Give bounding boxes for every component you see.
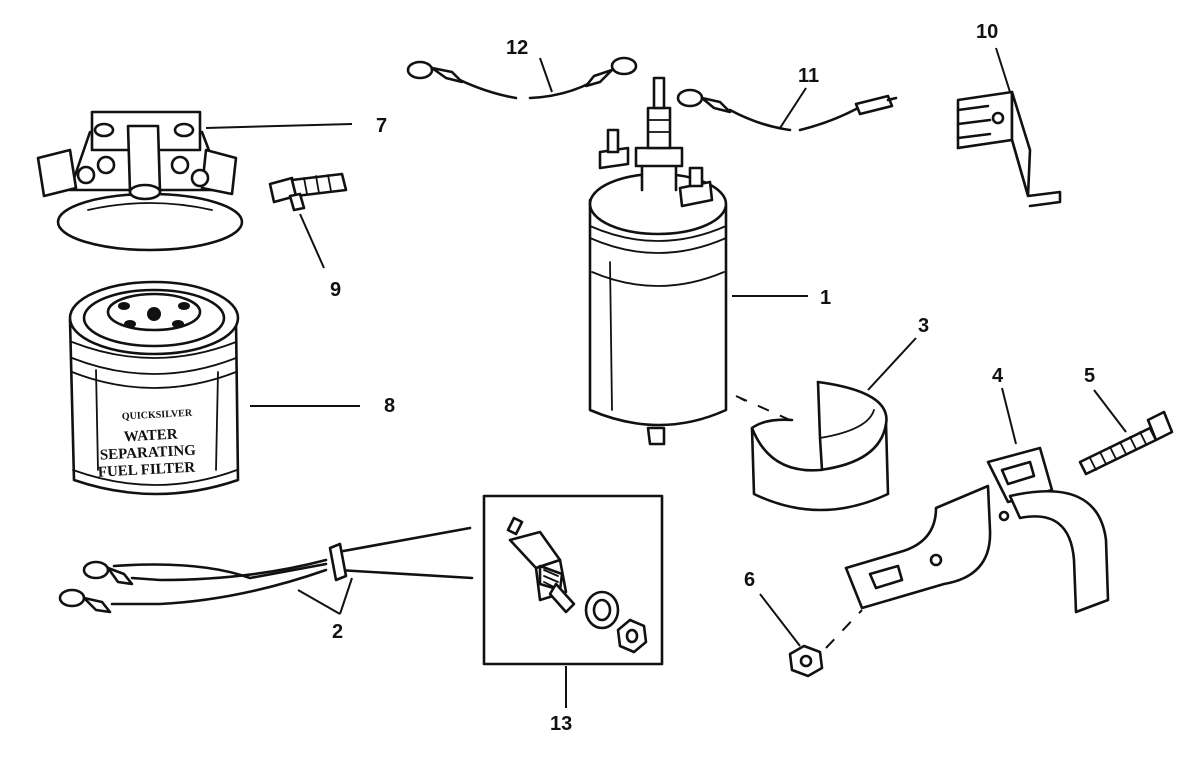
barbed-fitting-part	[268, 172, 348, 212]
fuel-filter-canister-part: QUICKSILVER WATER SEPARATING FUEL FILTER	[68, 280, 240, 496]
filter-brand-text: QUICKSILVER	[122, 408, 193, 423]
callout-10: 10	[976, 21, 998, 43]
clamp-nut-part	[788, 644, 824, 678]
callout-6: 6	[744, 569, 755, 591]
pump-sleeve-part	[750, 380, 890, 512]
mounting-clamp-part	[844, 446, 1110, 614]
electric-fuel-pump-part	[588, 76, 728, 446]
callout-12: 12	[506, 37, 528, 59]
callout-7: 7	[376, 115, 387, 137]
leader-lines	[205, 47, 1127, 708]
filter-label-line-1: WATER	[123, 427, 178, 446]
callout-11: 11	[798, 65, 819, 87]
callout-13: 13	[550, 713, 572, 735]
callout-2: 2	[332, 621, 343, 643]
clamp-bolt-part	[1078, 410, 1174, 476]
callout-4: 4	[992, 365, 1004, 387]
jumper-wire-part	[406, 56, 638, 100]
filter-label-line-2: SEPARATING	[99, 443, 196, 464]
mounting-clip-part	[956, 90, 1062, 208]
pump-lead-wire-part	[676, 88, 898, 132]
callout-8: 8	[384, 395, 395, 417]
callout-3: 3	[918, 315, 929, 337]
filter-bracket-part	[36, 110, 244, 252]
callout-1: 1	[820, 287, 831, 309]
filter-label-line-3: FUEL FILTER	[97, 460, 195, 481]
callout-labels: 1 2 3 4 5 6 7 8 9 10 11 12 13	[330, 21, 1095, 735]
wiring-harness-part	[58, 526, 474, 614]
callout-5: 5	[1084, 365, 1095, 387]
callout-9: 9	[330, 279, 341, 301]
toggle-switch-kit-part	[482, 494, 664, 666]
